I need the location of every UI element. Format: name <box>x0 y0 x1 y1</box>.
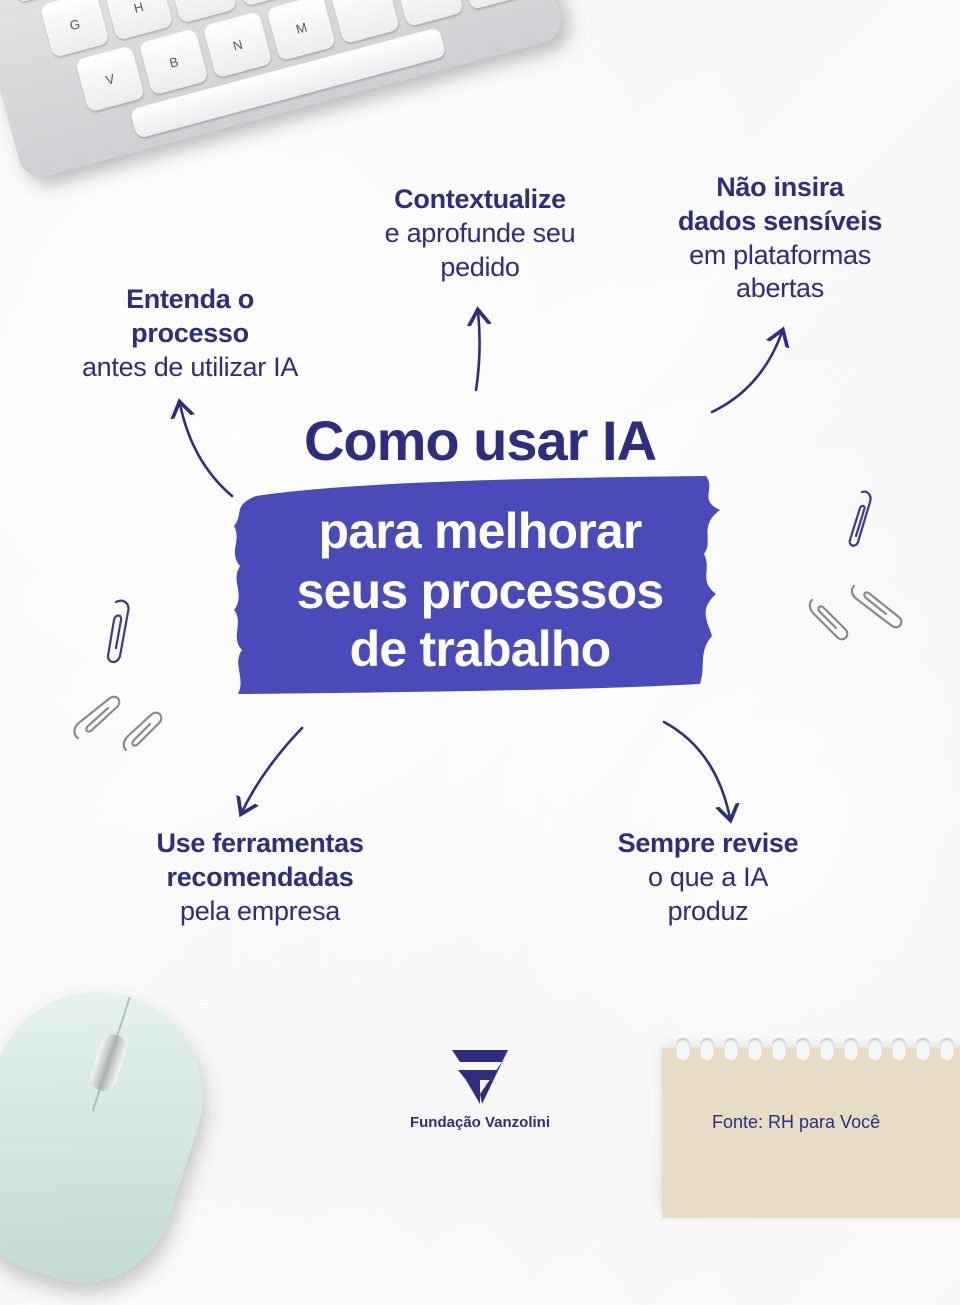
tip-contextualize: Contextualize e aprofunde seu pedido <box>384 184 576 282</box>
notepad-image <box>662 1038 960 1218</box>
subtitle-line-3: de trabalho <box>349 621 611 677</box>
arrow-to-sensitive <box>710 332 782 414</box>
arrow-to-review <box>662 720 730 818</box>
subtitle-line-1: para melhorar <box>318 503 642 559</box>
paperclip-icon <box>848 490 872 547</box>
paperclip-icon <box>122 711 163 752</box>
tip-recommended-tools: Use ferramentas recomendadas pela empres… <box>156 828 364 926</box>
paperclip-icon <box>106 599 130 664</box>
fundacao-vanzolini-logo-icon <box>452 1050 508 1104</box>
arrow-to-understand <box>180 404 234 498</box>
arrows-layer <box>0 0 960 1200</box>
tip-always-review: Sempre revise o que a IA produz <box>617 828 799 926</box>
brand-name: Fundação Vanzolini <box>409 1114 551 1131</box>
arrow-to-tools <box>242 726 304 812</box>
tip-understand-process: Entenda o processo antes de utilizar IA <box>81 284 299 382</box>
main-title: Como usar IA <box>303 409 657 472</box>
source-credit: Fonte: RH para Você <box>712 1112 881 1132</box>
subtitle-line-2: seus processos <box>296 563 665 619</box>
paperclip-icon <box>850 584 903 629</box>
paperclip-icon <box>73 695 121 740</box>
arrow-to-contextualize <box>476 312 480 392</box>
brush-stroke-highlight <box>234 476 720 694</box>
tip-no-sensitive-data: Não insira dados sensíveis em plataforma… <box>677 172 883 304</box>
paperclip-icon <box>808 598 849 641</box>
